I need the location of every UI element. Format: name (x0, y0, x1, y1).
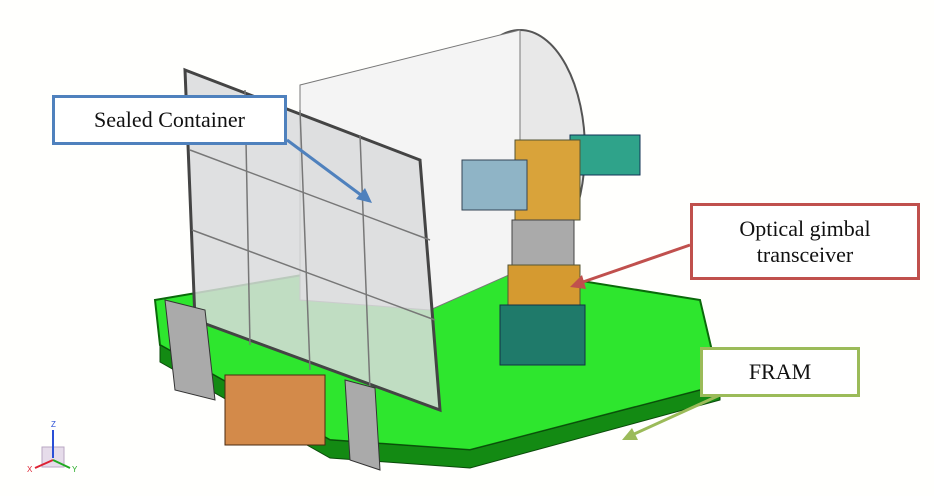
gimbal-blue-box (461, 159, 528, 211)
support-bracket-left (164, 299, 216, 401)
callout-optical-gimbal-line2: transceiver (756, 241, 854, 267)
orange-electronics-box (224, 374, 326, 446)
axis-triad (34, 430, 71, 469)
axis-y-label: Y (72, 465, 78, 474)
gimbal-base (499, 304, 586, 366)
gimbal-teal-tube (569, 134, 641, 176)
gimbal-gold-ring (507, 264, 581, 306)
axis-x-label: X (27, 465, 33, 474)
callout-fram: FRAM (700, 347, 860, 397)
callout-sealed-container: Sealed Container (52, 95, 287, 145)
callout-arrows (286, 138, 721, 440)
axis-z-label: Z (51, 420, 56, 429)
support-bracket-right (344, 379, 381, 471)
callout-fram-text: FRAM (748, 359, 812, 384)
gimbal-body (511, 219, 575, 266)
callout-optical-gimbal: Optical gimbal transceiver (690, 203, 920, 280)
container-frame-panel (183, 67, 442, 413)
callout-optical-gimbal-line1: Optical gimbal (739, 215, 871, 241)
callout-sealed-container-text: Sealed Container (94, 107, 245, 132)
